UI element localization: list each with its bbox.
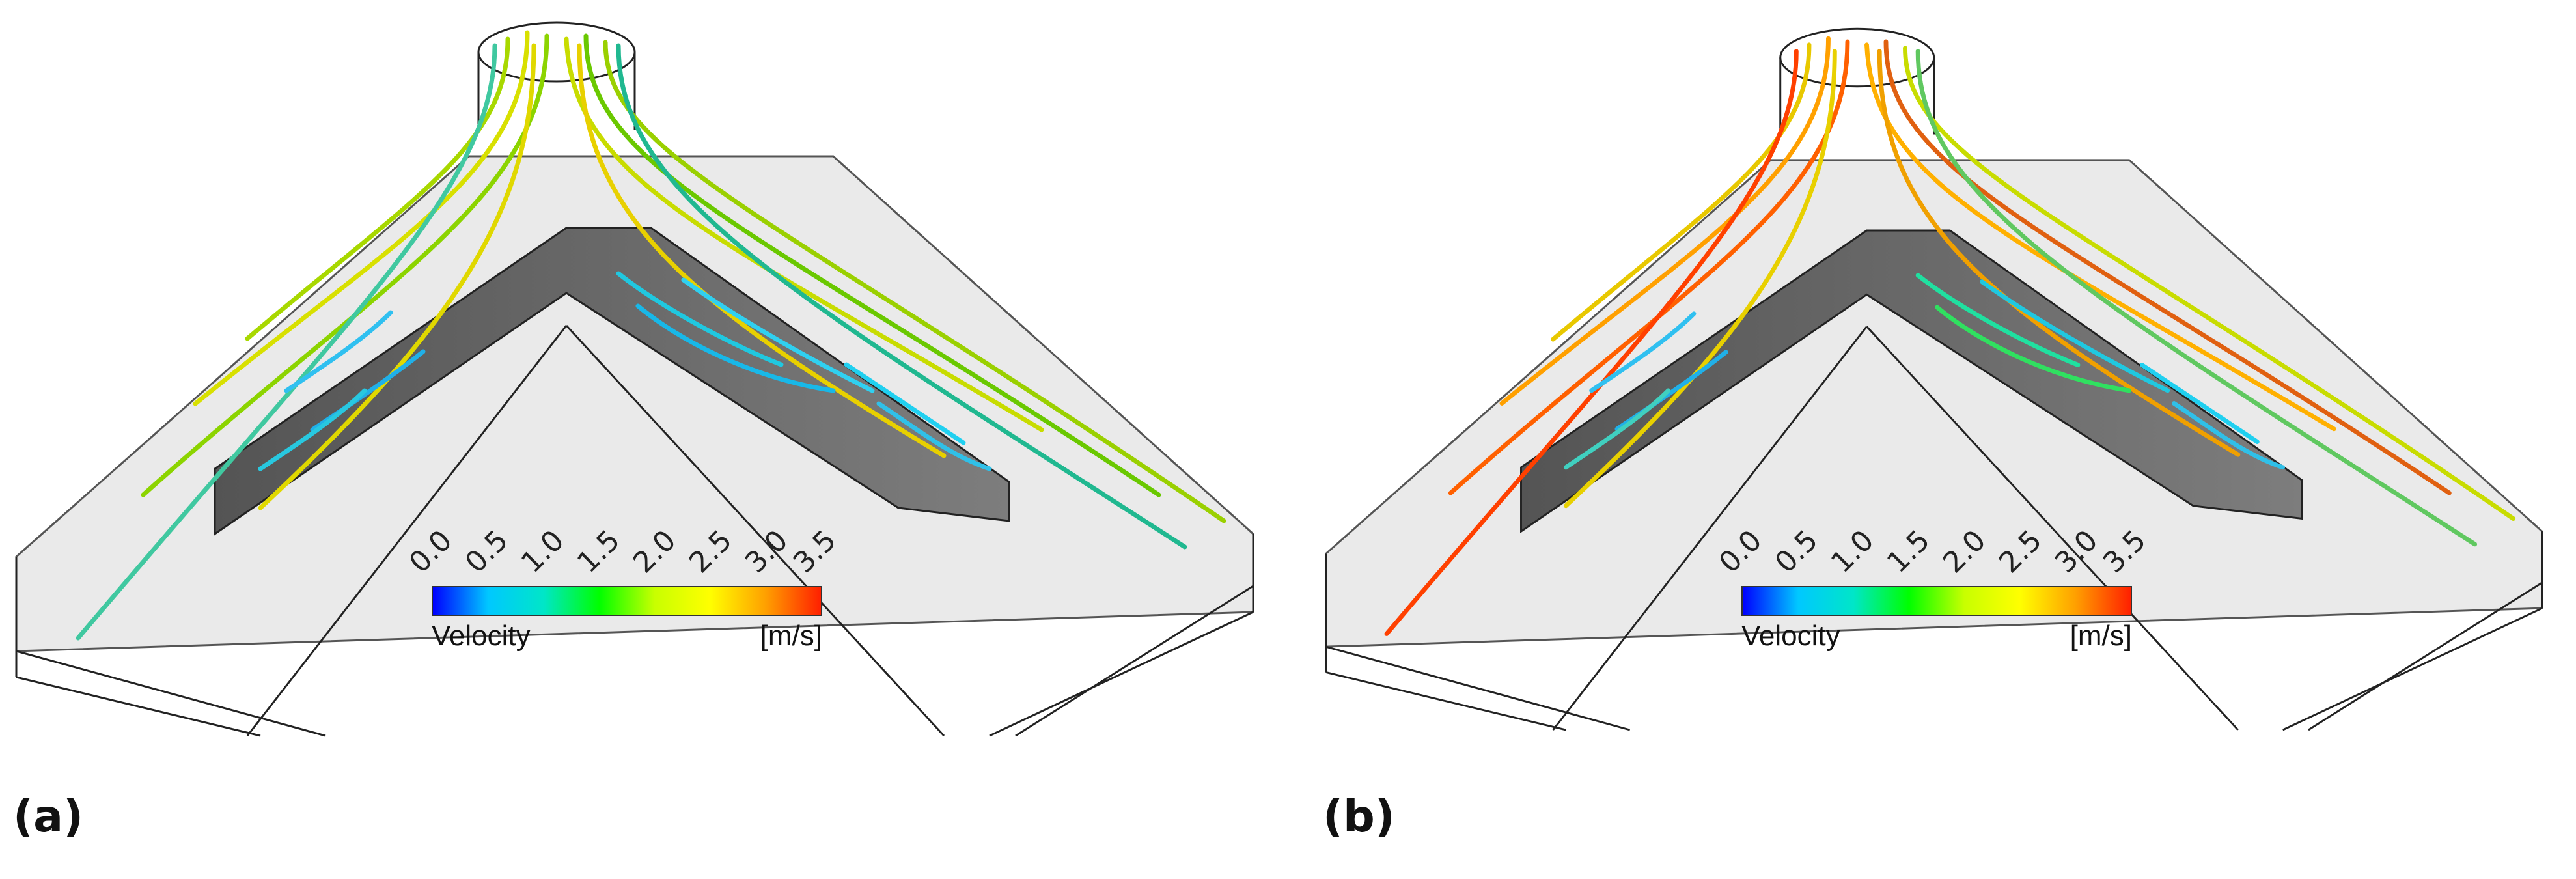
floor-lines — [15, 324, 1254, 737]
colorbar-ticks: 0.0 0.5 1.0 1.5 2.0 2.5 3.0 3.5 — [1713, 523, 2153, 579]
colorbar-ticks: 0.0 0.5 1.0 1.5 2.0 2.5 3.0 3.5 — [403, 523, 843, 579]
panel-label-b: (b) — [1323, 791, 1395, 843]
streamlines — [1384, 36, 2516, 636]
flow-geometry-b — [1325, 27, 2543, 731]
colorbar-gradient — [432, 586, 822, 616]
panel-b: 0.0 0.5 1.0 1.5 2.0 2.5 3.0 3.5 Velocity… — [1310, 0, 2576, 879]
colorbar-title: Velocity — [1741, 620, 1840, 652]
panel-label-a: (a) — [13, 791, 84, 843]
streamlines — [76, 30, 1226, 641]
colorbar-title: Velocity — [432, 620, 531, 652]
colorbar-unit: [m/s] — [760, 620, 822, 652]
velocity-colorbar-a: 0.0 0.5 1.0 1.5 2.0 2.5 3.0 3.5 Velocity… — [403, 523, 843, 664]
colorbar-unit: [m/s] — [2070, 620, 2132, 652]
floor-lines — [1325, 326, 2543, 731]
panel-a: 0.0 0.5 1.0 1.5 2.0 2.5 3.0 3.5 Velocity… — [13, 21, 1254, 843]
colorbar-gradient — [1741, 586, 2132, 616]
velocity-colorbar-b: 0.0 0.5 1.0 1.5 2.0 2.5 3.0 3.5 Velocity… — [1713, 523, 2153, 664]
flow-geometry-a — [15, 21, 1254, 737]
